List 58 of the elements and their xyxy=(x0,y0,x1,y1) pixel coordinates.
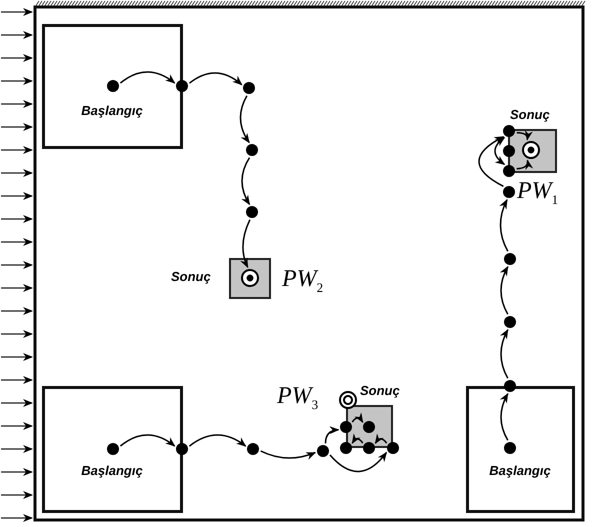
arrow xyxy=(329,452,388,472)
arrow xyxy=(188,434,246,447)
arrow xyxy=(516,130,532,141)
arrow xyxy=(240,95,250,144)
arrow xyxy=(120,434,176,447)
arrow xyxy=(494,136,506,166)
waypoint-dot xyxy=(317,445,329,457)
waypoint-dot xyxy=(503,125,515,137)
start-label: Başlangıç xyxy=(489,464,551,478)
waypoint-dot xyxy=(504,380,516,392)
arrow xyxy=(120,71,176,84)
waypoint-dot xyxy=(340,421,352,433)
waypoint-dot xyxy=(176,80,188,92)
arrow xyxy=(324,426,340,444)
arrow xyxy=(241,157,250,206)
waypoint-dot xyxy=(247,443,259,455)
goal-label: Sonuç xyxy=(171,270,211,284)
waypoint-dot xyxy=(243,82,255,94)
start-area-box xyxy=(42,24,183,149)
waypoint-dot xyxy=(176,443,188,455)
start-label: Başlangıç xyxy=(81,464,143,478)
arrow xyxy=(352,412,364,423)
waypoint-dot xyxy=(107,80,119,92)
arrow xyxy=(500,392,508,441)
arrow xyxy=(240,219,251,268)
waypoint-dot xyxy=(363,421,375,433)
target-icon xyxy=(522,141,540,159)
goal-label: Sonuç xyxy=(360,384,400,398)
arrow xyxy=(500,266,508,315)
target-ring-icon xyxy=(339,391,357,409)
arrow xyxy=(189,72,242,86)
waypoint-dot xyxy=(504,253,516,265)
waypoint-dot xyxy=(503,145,515,157)
waypoint-dot xyxy=(503,165,515,177)
path-label: PW$_{2}$ xyxy=(282,266,324,297)
waypoint-dot xyxy=(363,442,375,454)
arrow xyxy=(500,198,508,252)
start-label: Başlangıç xyxy=(81,104,143,118)
path-label: PW$_{3}$ xyxy=(277,383,318,414)
waypoint-dot xyxy=(504,316,516,328)
arrow xyxy=(352,433,364,444)
waypoint-dot xyxy=(246,144,258,156)
arrow xyxy=(374,434,388,444)
waypoint-dot xyxy=(107,443,119,455)
path-label: PW$_{1}$ xyxy=(517,178,558,209)
arrow xyxy=(516,159,533,170)
arrow xyxy=(260,450,316,460)
start-area-box xyxy=(42,386,183,513)
waypoint-dot xyxy=(387,442,399,454)
waypoint-dot xyxy=(504,442,516,454)
arrow xyxy=(500,328,508,379)
waypoint-dot xyxy=(246,206,258,218)
waypoint-dot xyxy=(340,442,352,454)
start-area-box xyxy=(466,386,575,513)
arrow xyxy=(478,136,504,187)
waypoint-dot xyxy=(503,186,515,198)
goal-label: Sonuç xyxy=(510,108,550,122)
target-icon xyxy=(241,269,259,287)
